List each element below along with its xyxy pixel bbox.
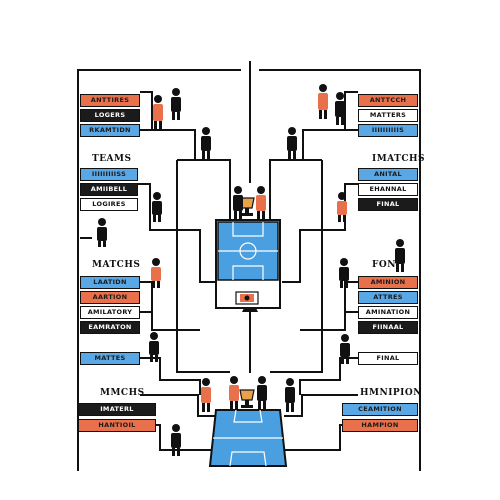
person-icon (337, 192, 347, 222)
person-icon (340, 334, 350, 364)
fon-heading: FON (372, 260, 396, 270)
left-team-label: IMATERL (78, 403, 156, 416)
person-icon (256, 186, 266, 220)
right-team-label: MATTERS (358, 109, 418, 122)
person-icon (151, 258, 161, 288)
matches-heading: IMATCHS (372, 154, 426, 164)
bottom-left-heading: MMCHS (100, 388, 145, 398)
right-team-label: FIINAAL (358, 321, 418, 334)
left-team-label: AMILATORY (80, 306, 140, 319)
outer-frame-left (77, 69, 241, 471)
person-icon (257, 376, 267, 410)
basketball-court-icon (215, 219, 281, 309)
right-team-label: FINAL (358, 198, 418, 211)
person-icon (318, 84, 328, 119)
person-icon (97, 218, 107, 247)
right-team-label: ANITAL (358, 168, 418, 181)
left-bracket-lines (80, 91, 231, 451)
right-team-label: ATTRES (358, 291, 418, 304)
person-icon (152, 192, 162, 222)
outer-frame-right (259, 69, 421, 471)
right-team-label: CEAMITION (342, 403, 418, 416)
person-icon (285, 378, 295, 412)
left-team-label: HANTIOIL (78, 419, 156, 432)
bottom-right-heading: HMNIPION (360, 388, 422, 398)
left-team-label: LOGIRES (80, 198, 138, 211)
left-team-label: AMIIBELL (80, 183, 138, 196)
right-team-label: AMINION (358, 276, 418, 289)
person-icon (339, 258, 349, 288)
person-icon (229, 376, 239, 410)
people (97, 84, 405, 456)
left-team-label: AARTION (80, 291, 140, 304)
person-icon (153, 95, 163, 131)
left-team-label: ANTTIRES (80, 94, 140, 107)
person-icon (171, 424, 181, 456)
right-team-label: FINAL (358, 352, 418, 365)
left-team-label: MATTES (80, 352, 140, 365)
person-icon (171, 88, 181, 120)
right-team-label: IIIIIIIIIIS (358, 124, 418, 137)
left-team-label: LOGERS (80, 109, 140, 122)
left-team-label: IIIIIIIIISS (80, 168, 138, 181)
basketball-court-icon (208, 409, 288, 467)
matchs-heading: MATCHS (92, 260, 141, 270)
right-team-label: AMINATION (358, 306, 418, 319)
left-team-label: LAATIDN (80, 276, 140, 289)
trophy-icon (239, 389, 255, 408)
person-icon (395, 239, 405, 272)
right-team-label: ANTTCCH (358, 94, 418, 107)
outer-frame (77, 61, 421, 471)
person-icon (149, 332, 159, 362)
right-team-label: HAMPION (342, 419, 418, 432)
right-team-label: EHANNAL (358, 183, 418, 196)
person-icon (201, 127, 211, 159)
teams-heading: TEAMS (92, 154, 132, 164)
left-team-label: EAMRATON (80, 321, 140, 334)
person-icon (287, 127, 297, 159)
person-icon (201, 378, 211, 412)
left-team-label: RKAMTIDN (80, 124, 140, 137)
person-icon (233, 186, 243, 220)
person-icon (335, 92, 345, 125)
